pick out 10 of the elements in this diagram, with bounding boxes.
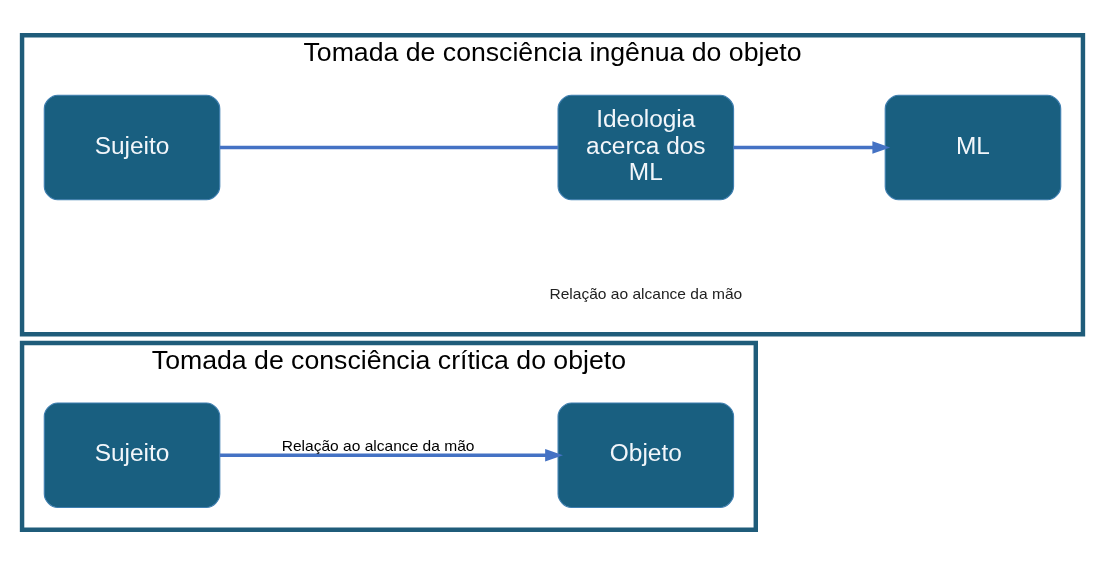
node-box: Sujeito bbox=[43, 401, 221, 508]
label: Relação ao alcance da mão bbox=[549, 284, 743, 302]
node-box: ML bbox=[884, 94, 1062, 200]
node-box: Objeto bbox=[557, 401, 735, 508]
node-box: Sujeito bbox=[43, 94, 221, 200]
node-box: Ideologia acerca dos ML bbox=[557, 94, 735, 200]
connector bbox=[219, 145, 558, 149]
arrow bbox=[733, 140, 891, 154]
edge-label: Relação ao alcance da mão bbox=[281, 436, 475, 454]
arrow bbox=[219, 448, 563, 461]
